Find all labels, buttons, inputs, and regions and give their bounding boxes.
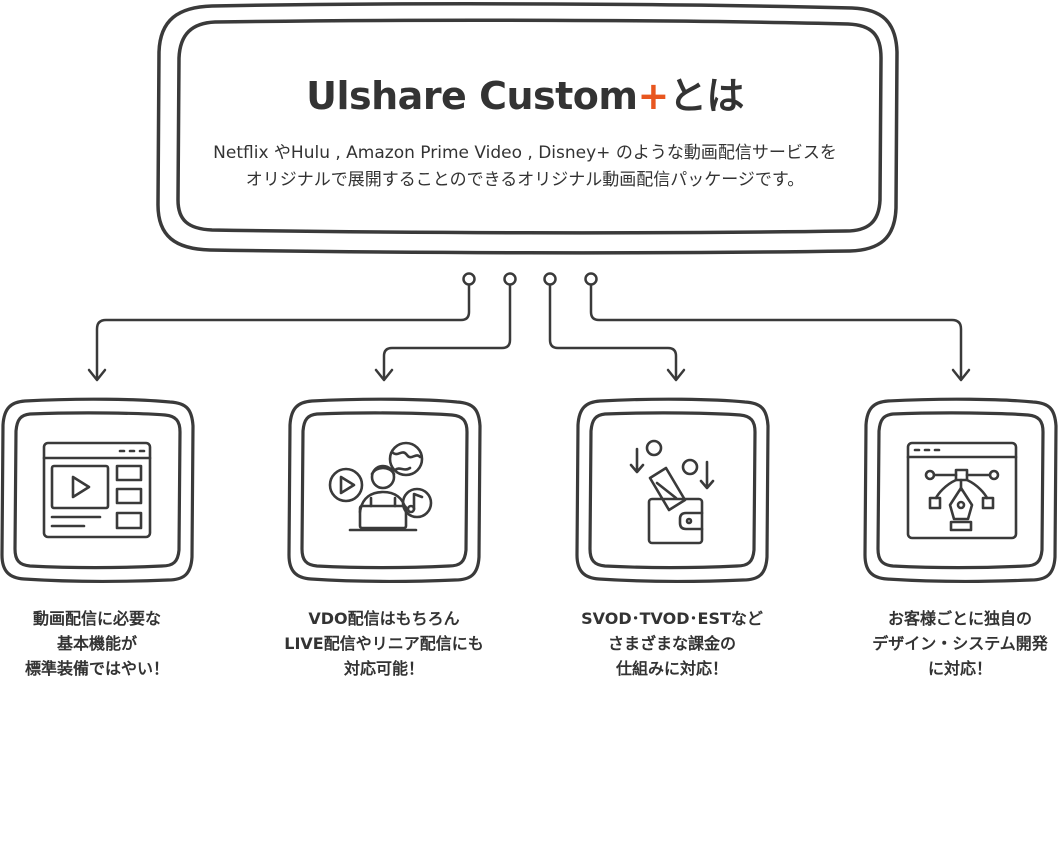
caption-line: に対応！ bbox=[927, 659, 992, 678]
design-pen-icon bbox=[906, 441, 1018, 540]
arrow-to-feature-2 bbox=[382, 283, 512, 380]
page-title: Ulshare Custom+とは bbox=[180, 72, 870, 120]
caption-line: お客様ごとに独自の bbox=[887, 609, 1032, 628]
feature-box-4 bbox=[863, 397, 1058, 583]
connector-node-2 bbox=[503, 272, 517, 286]
description-line-1: Netflix やHulu , Amazon Prime Video , Dis… bbox=[213, 143, 837, 163]
feature-caption-2: VDO配信はもちろん LIVE配信やリニア配信にも 対応可能！ bbox=[269, 606, 499, 681]
caption-line: VDO配信はもちろん bbox=[308, 609, 460, 628]
description-line-2: オリジナルで展開することのできるオリジナル動画配信パッケージです。 bbox=[245, 170, 805, 190]
connector-node-1 bbox=[462, 272, 476, 286]
feature-box-3 bbox=[575, 397, 770, 583]
header-box bbox=[156, 2, 899, 255]
feature-box-2 bbox=[287, 397, 482, 583]
title-plus-mark: + bbox=[637, 74, 670, 118]
arrowhead-4 bbox=[951, 368, 971, 382]
connector-lines bbox=[87, 272, 971, 382]
header-description: Netflix やHulu , Amazon Prime Video , Dis… bbox=[180, 140, 870, 194]
feature-caption-1: 動画配信に必要な 基本機能が 標準装備ではやい！ bbox=[0, 606, 212, 681]
caption-line: 標準装備ではやい！ bbox=[24, 659, 169, 678]
caption-line: LIVE配信やリニア配信にも bbox=[284, 634, 484, 653]
video-player-icon bbox=[42, 441, 152, 539]
connector-node-3 bbox=[543, 272, 557, 286]
title-suffix: とは bbox=[668, 74, 745, 118]
arrowhead-1 bbox=[87, 368, 107, 382]
caption-line: 動画配信に必要な bbox=[32, 609, 161, 628]
caption-line: さまざまな課金の bbox=[607, 634, 736, 653]
connector-node-4 bbox=[584, 272, 598, 286]
arrow-to-feature-1 bbox=[95, 283, 471, 380]
caption-line: 対応可能！ bbox=[343, 659, 424, 678]
arrowhead-3 bbox=[666, 368, 686, 382]
arrowhead-2 bbox=[374, 368, 394, 382]
caption-line: SVOD･TVOD･ESTなど bbox=[581, 609, 763, 628]
arrow-to-feature-4 bbox=[589, 283, 963, 380]
live-streamer-icon bbox=[328, 441, 433, 532]
caption-line: 仕組みに対応！ bbox=[615, 659, 728, 678]
title-main: Ulshare Custom bbox=[306, 74, 638, 118]
feature-caption-4: お客様ごとに独自の デザイン・システム開発 に対応！ bbox=[845, 606, 1061, 681]
arrow-to-feature-3 bbox=[548, 283, 678, 380]
caption-line: 基本機能が bbox=[56, 634, 137, 653]
feature-caption-3: SVOD･TVOD･ESTなど さまざまな課金の 仕組みに対応！ bbox=[557, 606, 787, 681]
wallet-payment-icon bbox=[629, 439, 715, 545]
caption-line: デザイン・システム開発 bbox=[872, 634, 1048, 653]
feature-box-1 bbox=[0, 397, 195, 583]
